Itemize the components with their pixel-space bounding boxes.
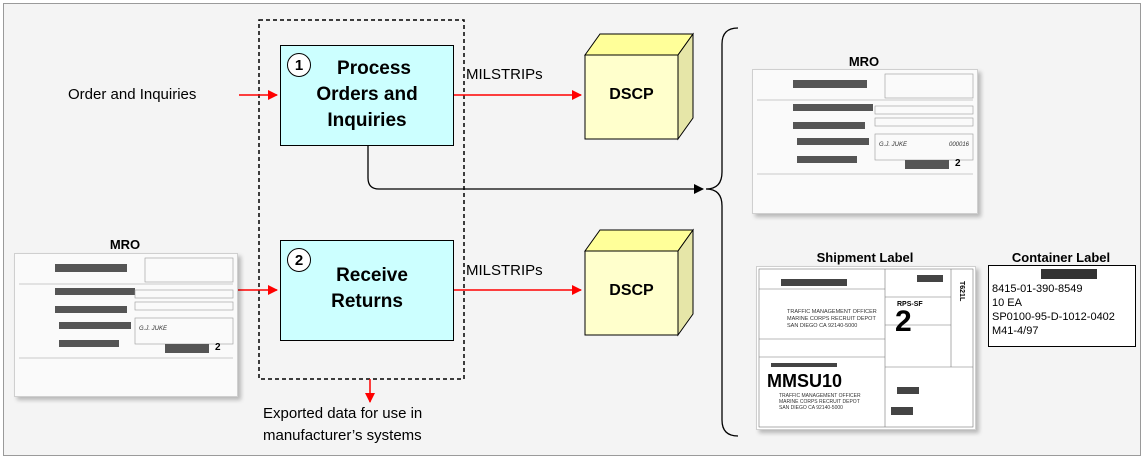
export-label-line-1: Exported data for use in	[263, 405, 423, 422]
container-barcode	[1041, 269, 1097, 279]
shipment-big-text: MMSU10	[767, 371, 843, 391]
mro-left-name: G.J. JUKE	[139, 326, 168, 332]
shipment-side-code: T621L	[958, 281, 965, 302]
step-number-2: 2	[287, 248, 311, 272]
order-inquiries-label: Order and Inquiries	[68, 86, 197, 103]
container-line-2: 10 EA	[992, 297, 1022, 309]
shipment-form-graphic	[758, 268, 974, 428]
shipment-label-heading: Shipment Label	[816, 250, 914, 265]
shipment-address-line-3-lower: SAN DIEGO CA 92140-5000	[779, 405, 843, 411]
mro-right-heading: MRO	[848, 54, 880, 69]
mro-left-heading: MRO	[109, 237, 141, 252]
system-boundary	[258, 19, 465, 380]
shipment-label-document: RPS-SF 2 T621L TRAFFIC MANAGEMENT OFFICE…	[756, 266, 976, 430]
shipment-address-line-3: SAN DIEGO CA 92140-5000	[787, 323, 858, 329]
shipment-address-line-1: TRAFFIC MANAGEMENT OFFICER	[787, 309, 877, 315]
container-line-3: SP0100-95-D-1012-0402	[992, 311, 1115, 323]
process-title-line-1: Process	[337, 58, 411, 79]
process-title-line-3: Inquiries	[327, 110, 407, 131]
mro-right-name: G.J. JUKE	[879, 142, 908, 148]
container-line-1: 8415-01-390-8549	[992, 283, 1083, 295]
milstrips-label-1: MILSTRIPs	[466, 66, 543, 83]
dscp-cube-2	[584, 228, 694, 337]
dscp-label-2: DSCP	[609, 282, 654, 299]
container-line-4: M41-4/97	[992, 325, 1039, 337]
process-box-returns: 2 Receive Returns	[280, 240, 454, 341]
shipment-address-line-2: MARINE CORPS RECRUIT DEPOT	[787, 316, 876, 322]
export-label-line-2: manufacturer’s systems	[263, 427, 422, 444]
mro-left-number: 2	[215, 342, 221, 353]
mro-right-id: 000016	[949, 142, 970, 148]
process-title-line-1: Receive	[336, 265, 408, 286]
milstrips-label-2: MILSTRIPs	[466, 262, 543, 279]
documents-brace	[705, 27, 739, 437]
dscp-cube-1	[584, 32, 694, 141]
mro-document-left: G.J. JUKE 2	[14, 253, 238, 397]
shipment-address-line-2-lower: MARINE CORPS RECRUIT DEPOT	[779, 399, 860, 405]
shipment-address-line-1-lower: TRAFFIC MANAGEMENT OFFICER	[779, 393, 861, 399]
process-title-line-2: Returns	[331, 291, 403, 312]
container-label-document: 8415-01-390-8549 10 EA SP0100-95-D-1012-…	[988, 265, 1136, 347]
step-number-1: 1	[287, 53, 311, 77]
process-box-orders: 1 Process Orders and Inquiries	[280, 45, 454, 146]
mro-right-number: 2	[955, 158, 961, 169]
shipment-priority: 2	[895, 305, 912, 338]
documents-output-arrow	[367, 146, 704, 194]
container-label-heading: Container Label	[1011, 250, 1111, 265]
mro-document-right: G.J. JUKE 000016 2	[752, 69, 978, 214]
dscp-label-1: DSCP	[609, 86, 654, 103]
mro-form-graphic	[19, 257, 234, 359]
process-title-line-2: Orders and	[316, 84, 418, 105]
mro-form-graphic	[757, 73, 974, 175]
shipment-code: RPS-SF	[897, 301, 923, 308]
